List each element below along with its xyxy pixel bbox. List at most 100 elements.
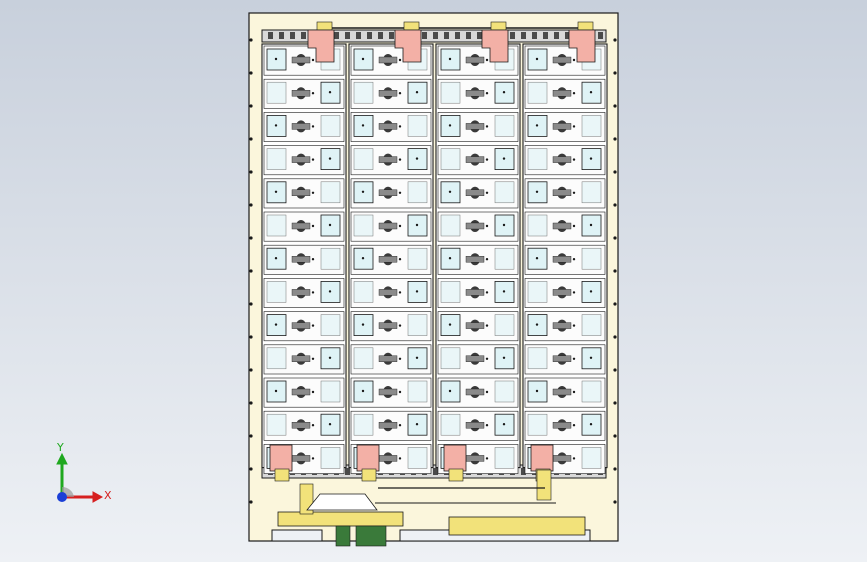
cell-terminal-pad	[353, 281, 374, 303]
cell-terminal-pad	[440, 148, 461, 170]
cell-terminal-pad	[320, 247, 341, 270]
cell-terminal-pad	[266, 148, 287, 170]
terminal-dot	[361, 389, 365, 393]
cell-terminal-pad	[494, 181, 515, 204]
vent-bar	[465, 422, 485, 429]
mount-hole	[613, 170, 617, 174]
battery-cell	[524, 410, 606, 441]
rail-bolt	[554, 32, 559, 39]
battery-cell	[263, 410, 345, 441]
plate-notch	[271, 529, 323, 542]
battery-cell	[263, 244, 345, 275]
cell-terminal-pad	[266, 81, 287, 104]
cell-dot	[485, 58, 489, 62]
cell-dot	[311, 258, 315, 261]
terminal-dot	[535, 323, 539, 326]
terminal-dot	[274, 257, 278, 260]
cell-dot	[398, 424, 402, 427]
battery-cell	[524, 178, 606, 209]
terminal-dot	[589, 290, 593, 293]
mount-hole	[249, 137, 253, 141]
vent-bar	[465, 89, 485, 97]
cell-terminal-pad	[266, 214, 287, 237]
rail-bolt	[356, 32, 361, 39]
battery-cell	[524, 211, 606, 242]
bms-board	[277, 511, 404, 527]
vent-bar	[552, 189, 572, 197]
battery-cell	[263, 145, 345, 176]
vent-bar	[291, 289, 311, 296]
cell-terminal-pad	[581, 447, 602, 469]
terminal-dot	[448, 190, 452, 193]
cell-terminal-pad	[440, 281, 461, 303]
battery-cell	[524, 311, 606, 342]
battery-cell	[350, 78, 432, 109]
terminal-dot	[415, 223, 419, 227]
rail-bolt	[521, 468, 526, 475]
vent-bar	[552, 156, 572, 163]
vent-bar	[465, 256, 485, 263]
rail-bolt	[433, 32, 438, 39]
terminal-dot	[328, 157, 332, 160]
terminal-dot	[502, 423, 506, 426]
battery-cell	[350, 211, 432, 242]
vent-bar	[378, 455, 398, 462]
vent-bar	[552, 89, 572, 97]
battery-cell	[263, 45, 345, 76]
terminal-dot	[589, 223, 593, 227]
battery-cell	[437, 211, 519, 242]
mount-hole	[249, 269, 253, 273]
terminal-dot	[328, 423, 332, 426]
yellow-connector	[274, 468, 290, 482]
terminal-dot	[535, 57, 539, 61]
cell-terminal-pad	[320, 380, 341, 403]
mount-hole	[249, 401, 253, 405]
vent-bar	[291, 89, 311, 97]
mount-hole	[249, 335, 253, 339]
cell-terminal-pad	[527, 81, 548, 104]
cell-terminal-pad	[527, 214, 548, 237]
copper-busbar	[481, 29, 509, 63]
vent-bar	[465, 289, 485, 296]
cell-dot	[572, 424, 576, 427]
mount-hole	[613, 401, 617, 405]
vent-bar	[291, 355, 311, 362]
mount-hole	[613, 500, 617, 504]
mount-hole	[249, 467, 253, 471]
y-axis-label: Y	[57, 441, 64, 454]
vent-bar	[291, 322, 311, 329]
battery-cell	[263, 112, 345, 142]
cell-terminal-pad	[407, 181, 428, 204]
green-connector	[355, 525, 387, 547]
cell-terminal-pad	[440, 81, 461, 104]
mount-hole	[613, 236, 617, 240]
axis-triad: Y X	[40, 440, 120, 510]
vent-bar	[291, 256, 311, 263]
mount-hole	[613, 434, 617, 438]
vent-bar	[378, 89, 398, 97]
green-connector	[335, 525, 351, 547]
vent-bar	[378, 422, 398, 429]
mount-hole	[249, 71, 253, 75]
rail-bolt	[367, 32, 372, 39]
cell-terminal-pad	[527, 413, 548, 436]
vent-bar	[291, 156, 311, 163]
battery-cell	[263, 311, 345, 342]
vent-bar	[291, 455, 311, 462]
busbars	[269, 21, 596, 504]
cell-dot	[398, 224, 402, 228]
terminal-dot	[361, 190, 365, 193]
vent-bar	[465, 123, 485, 130]
vent-bar	[378, 355, 398, 362]
terminal-dot	[361, 124, 365, 127]
cell-terminal-pad	[407, 314, 428, 336]
rail-bolt	[345, 32, 350, 39]
copper-busbar	[356, 444, 380, 472]
cell-dot	[572, 258, 576, 261]
cell-dot	[572, 357, 576, 360]
cell-terminal-pad	[320, 181, 341, 204]
vent-bar	[552, 56, 572, 64]
battery-cell	[524, 344, 606, 375]
